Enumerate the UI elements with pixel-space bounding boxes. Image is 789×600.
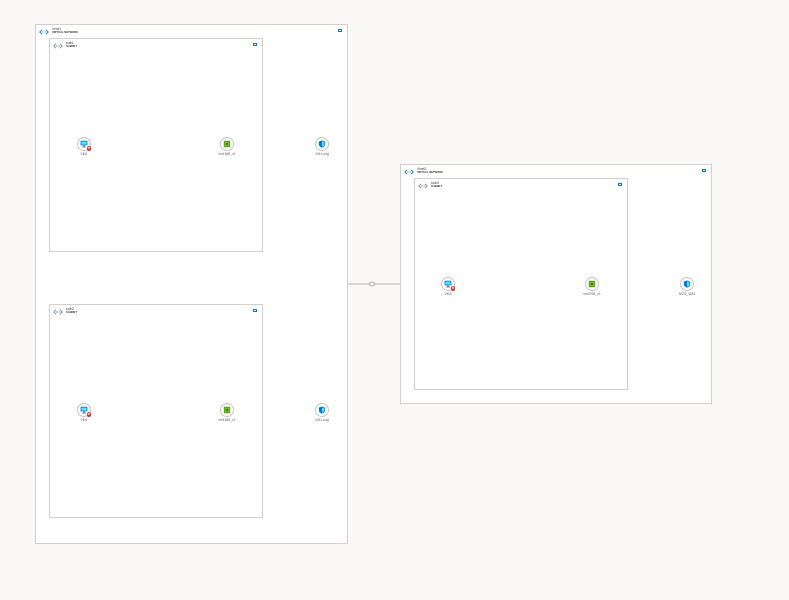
subnet-icon (418, 183, 428, 189)
subnet-header-1: sub1 SUBNET (53, 41, 77, 49)
vnet-name: Vnet2 (417, 167, 427, 171)
subnet-name: sub3 (431, 181, 439, 185)
nsg-node-1[interactable] (315, 137, 329, 151)
network-security-group-icon (318, 140, 326, 148)
nic-node-3[interactable] (585, 277, 599, 291)
subnet-type: SUBNET (66, 310, 77, 314)
node-label: VM1-nsg (315, 152, 329, 156)
network-security-group-icon (683, 280, 691, 288)
subnet-name: sub2 (66, 307, 74, 311)
nic-node-2[interactable] (220, 403, 234, 417)
node-label: vm3765_z1 (583, 292, 601, 296)
nsg-node-3[interactable] (680, 277, 694, 291)
node-label: VM2 (80, 418, 88, 422)
node-label: VM1 (80, 152, 88, 156)
vnet-type: VIRTUAL NETWORK (52, 30, 79, 34)
subnet-header-3: sub3 SUBNET (418, 181, 442, 189)
network-security-group-icon (318, 406, 326, 414)
network-interface-icon (223, 140, 231, 148)
subnet-header-2: sub2 SUBNET (53, 307, 77, 315)
vnet-header-1: Vnet1 VIRTUAL NETWORK (39, 27, 79, 35)
expand-icon[interactable] (253, 309, 257, 312)
error-icon: ✕ (86, 412, 91, 417)
expand-icon[interactable] (338, 29, 342, 32)
virtual-machine-icon (80, 140, 88, 148)
subnet-icon (53, 43, 63, 49)
expand-icon[interactable] (253, 43, 257, 46)
node-label: NVG_VM3 (678, 292, 696, 296)
subnet-type: SUBNET (66, 44, 77, 48)
vnet-icon (39, 29, 49, 35)
node-label: VM3 (444, 292, 452, 296)
subnet-name: sub1 (66, 41, 74, 45)
expand-icon[interactable] (618, 183, 622, 186)
network-interface-icon (223, 406, 231, 414)
node-label: VM1-nsg (315, 418, 329, 422)
network-interface-icon (588, 280, 596, 288)
subnet-icon (53, 309, 63, 315)
error-icon: ✕ (86, 146, 91, 151)
subnet-type: SUBNET (431, 184, 442, 188)
virtual-machine-icon (80, 406, 88, 414)
vnet-header-2: Vnet2 VIRTUAL NETWORK (404, 167, 444, 175)
vnet-icon (404, 169, 414, 175)
vnet-box-1[interactable]: Vnet1 VIRTUAL NETWORK sub1 SUBNET (35, 24, 348, 544)
node-label: vm1565_z1 (218, 418, 236, 422)
vnet-type: VIRTUAL NETWORK (417, 170, 444, 174)
vnet-name: Vnet1 (52, 27, 62, 31)
nic-node-1[interactable] (220, 137, 234, 151)
nsg-node-2[interactable] (315, 403, 329, 417)
error-icon: ✕ (450, 286, 455, 291)
node-label: vm1565_z1 (218, 152, 236, 156)
virtual-machine-icon (444, 280, 452, 288)
expand-icon[interactable] (702, 169, 706, 172)
peering-icon[interactable] (368, 281, 376, 287)
